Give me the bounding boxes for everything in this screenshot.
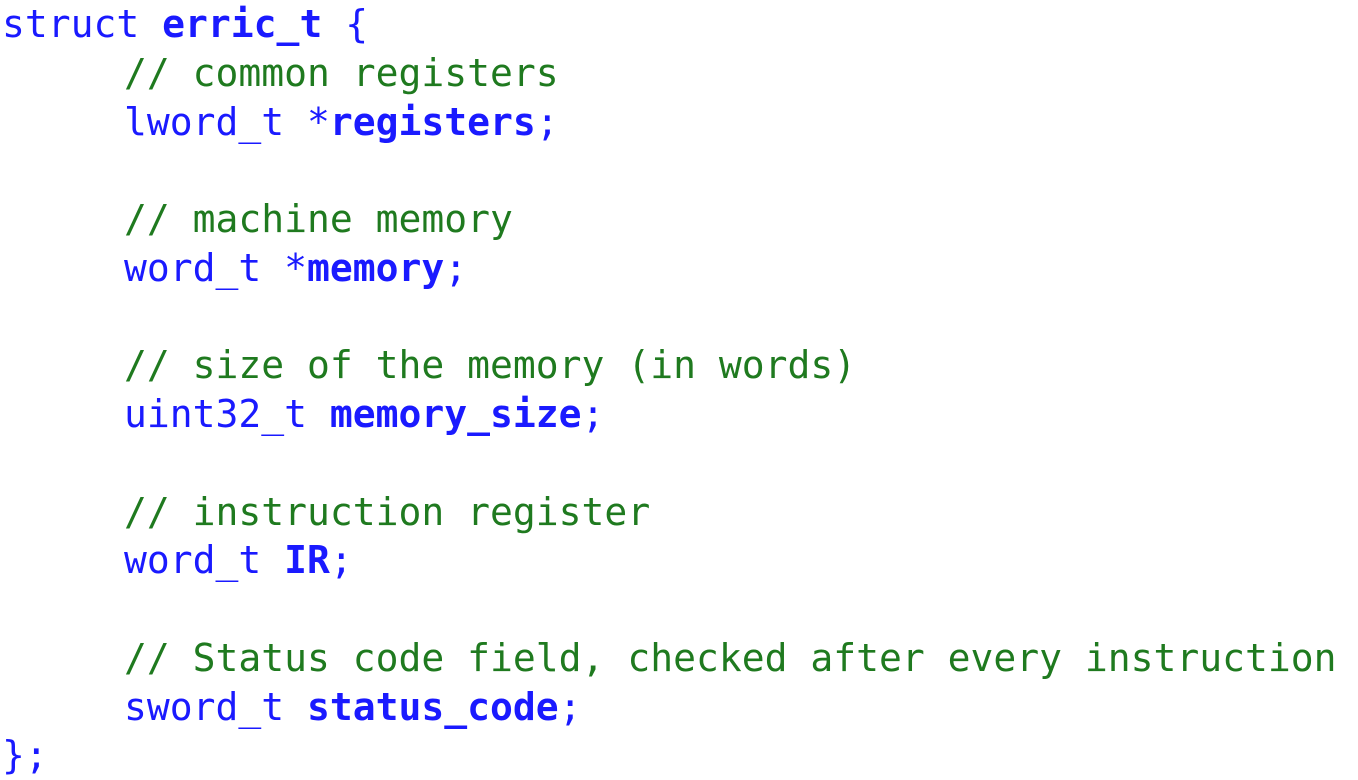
blank-line (2, 146, 1337, 195)
blank-line (2, 585, 1337, 634)
semicolon: ; (444, 245, 468, 290)
code-line-comment: // Status code field, checked after ever… (2, 634, 1337, 683)
semicolon: ; (581, 392, 605, 436)
field-type: lword_t * (124, 99, 330, 144)
code-line-declaration: word_t IR; (2, 536, 1337, 585)
struct-name: erric_t (162, 2, 323, 46)
code-line-declaration: word_t *memory; (2, 244, 1337, 293)
code-line-struct-header: struct erric_t { (2, 0, 1337, 49)
field-name: memory (307, 245, 445, 290)
field-comment: // common registers (124, 50, 559, 95)
field-type: uint32_t (124, 392, 330, 436)
field-type: word_t (124, 538, 285, 583)
field-comment: // size of the memory (in words) (124, 343, 857, 388)
field-comment: // machine memory (124, 197, 513, 241)
code-line-close: }; (2, 731, 1337, 780)
code-line-comment: // size of the memory (in words) (2, 341, 1337, 390)
field-comment: // Status code field, checked after ever… (124, 635, 1337, 680)
field-name: IR (284, 538, 330, 583)
field-type: word_t * (124, 245, 308, 290)
semicolon: ; (329, 538, 353, 583)
blank-line (2, 293, 1337, 342)
code-line-comment: // common registers (2, 49, 1337, 98)
field-name: registers (329, 99, 536, 144)
field-name: status_code (307, 684, 559, 729)
blank-line (2, 439, 1337, 488)
semicolon: ; (558, 684, 582, 729)
code-line-declaration: uint32_t memory_size; (2, 390, 1337, 439)
code-line-declaration: lword_t *registers; (2, 98, 1337, 147)
semicolon: ; (535, 99, 559, 144)
close-brace: }; (2, 733, 48, 778)
open-brace: { (322, 2, 369, 46)
code-line-declaration: sword_t status_code; (2, 683, 1337, 732)
field-name: memory_size (329, 392, 582, 436)
field-comment: // instruction register (124, 489, 651, 534)
struct-keyword: struct (2, 2, 140, 46)
code-line-comment: // machine memory (2, 195, 1337, 244)
code-line-comment: // instruction register (2, 488, 1337, 537)
field-type: sword_t (124, 684, 308, 729)
